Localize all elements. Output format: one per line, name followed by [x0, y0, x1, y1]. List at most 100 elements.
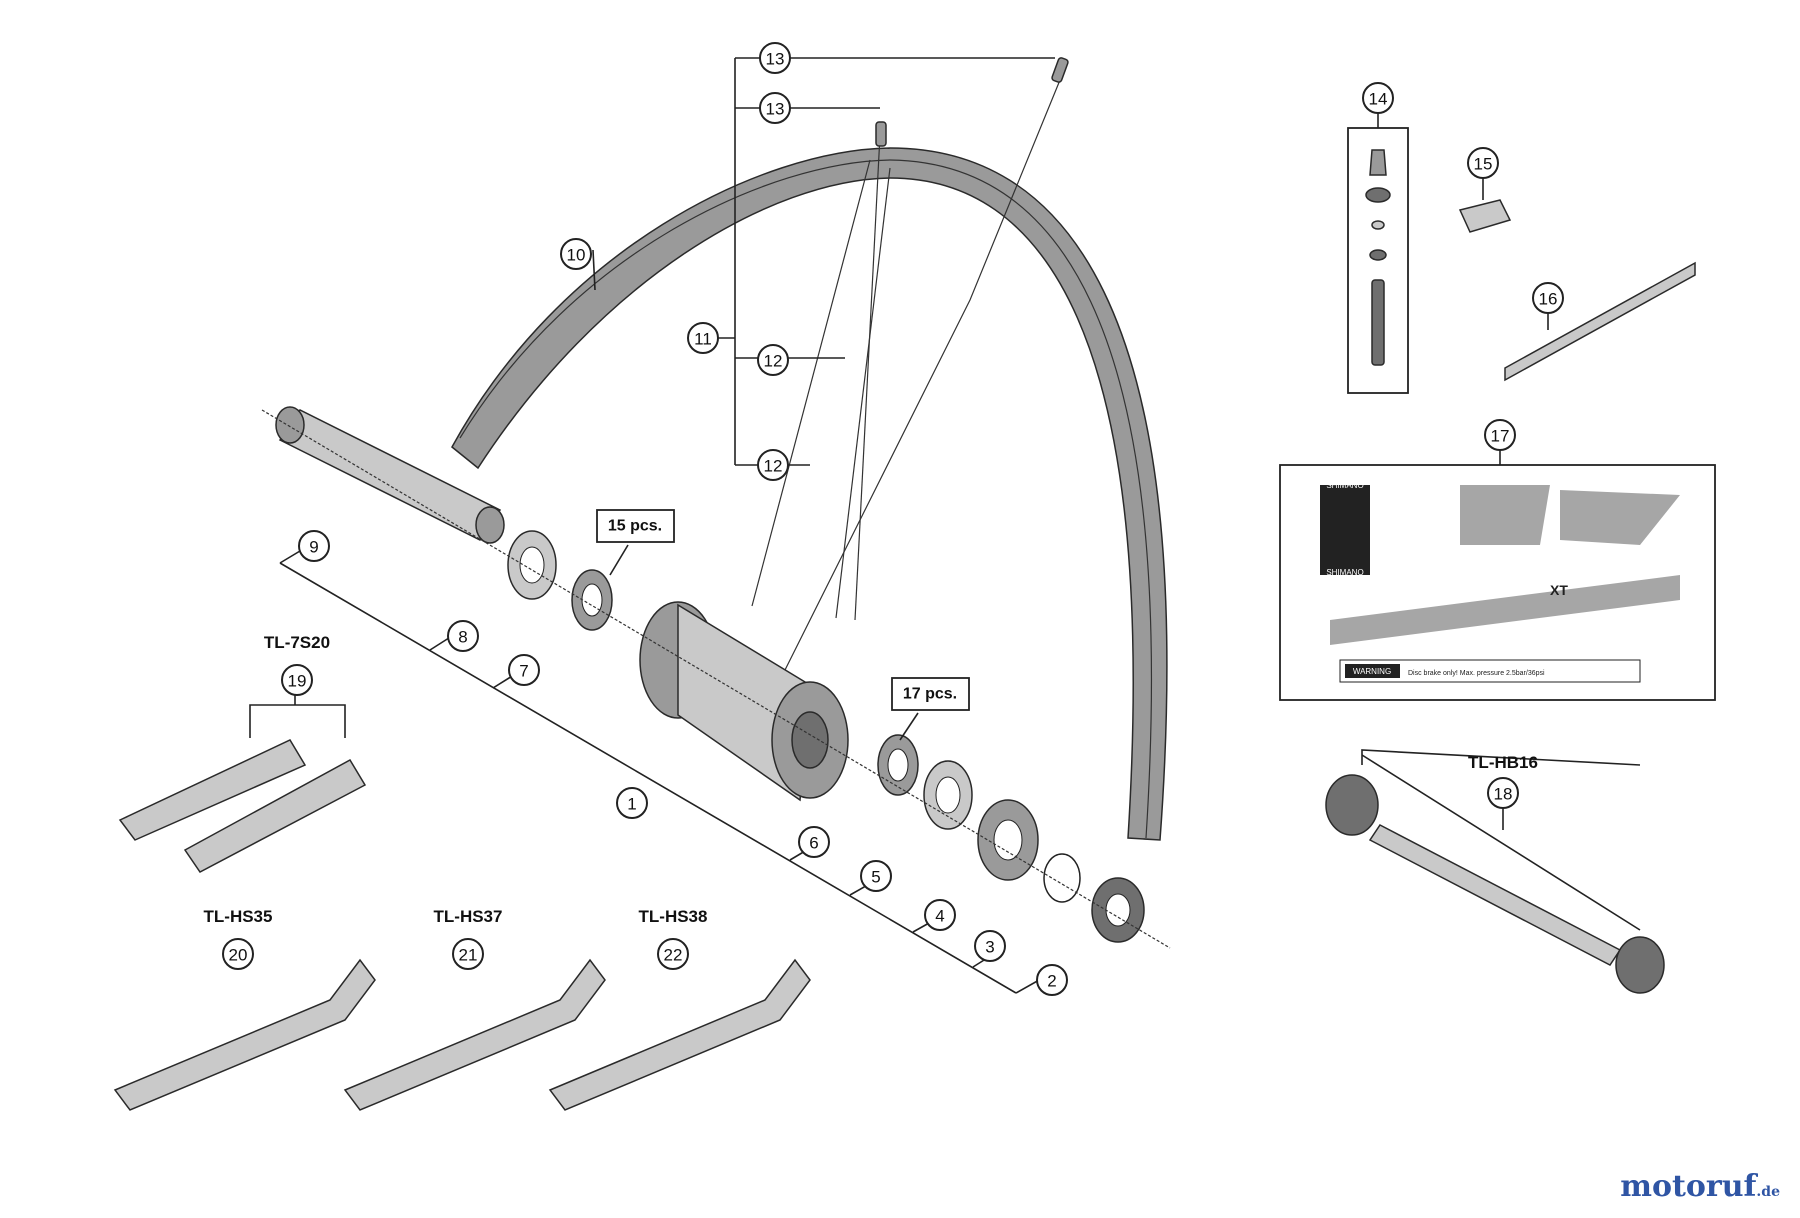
callout-circle: [452, 938, 484, 970]
callout-c18: 18: [1487, 777, 1519, 809]
callout-circle: [974, 930, 1006, 962]
callout-number: 19: [288, 672, 307, 691]
callout-c16: 16: [1532, 282, 1564, 314]
cone-wrench-pair: [118, 704, 367, 873]
hub-shell: [639, 601, 849, 802]
label-tl-hs37: TL-HS37: [434, 907, 503, 926]
callout-c13b: 13: [759, 92, 791, 124]
decal-warning-badge: WARNING: [1353, 667, 1391, 676]
callout-number: 14: [1369, 90, 1388, 109]
callout-c17: 17: [1484, 419, 1516, 451]
callout-c4: 4: [924, 899, 956, 931]
callout-circle: [1362, 82, 1394, 114]
callout-c7: 7: [508, 654, 540, 686]
callout-number: 7: [519, 662, 528, 681]
callout-number: 20: [229, 946, 248, 965]
callout-number: 17: [1491, 427, 1510, 446]
callout-number: 2: [1047, 972, 1056, 991]
cone-wrench-hs38: [548, 958, 811, 1111]
rim: [451, 147, 1168, 841]
callout-number: 8: [458, 628, 467, 647]
callout-c13a: 13: [759, 42, 791, 74]
callout-c10: 10: [560, 238, 592, 270]
callout-circle: [1036, 964, 1068, 996]
tool-hub-axle: [1325, 749, 1665, 994]
callout-circle: [616, 787, 648, 819]
callout-c11: 11: [687, 322, 719, 354]
qty-17pcs-label: 17 pcs.: [903, 686, 957, 703]
cone-wrench-hs37: [343, 958, 606, 1111]
callout-circle: [759, 92, 791, 124]
callout-c14: 14: [1362, 82, 1394, 114]
callout-c6: 6: [798, 826, 830, 858]
callout-circle: [687, 322, 719, 354]
valve-kit: [1347, 127, 1409, 394]
qty-15pcs-box: 15 pcs.: [596, 509, 675, 543]
qty-17pcs-box: 17 pcs.: [891, 677, 970, 711]
label-tl-hb16: TL-HB16: [1468, 753, 1538, 772]
callout-number: 16: [1539, 290, 1558, 309]
callout-circle: [1487, 777, 1519, 809]
callout-number: 5: [871, 868, 880, 887]
callout-circle: [757, 344, 789, 376]
callout-circle: [657, 938, 689, 970]
label-tl-hs35: TL-HS35: [204, 907, 273, 926]
decal-set: SHIMANO SHIMANO XT WARNING Disc brake on…: [1279, 464, 1716, 701]
callout-number: 15: [1474, 155, 1493, 174]
label-tl-hs38: TL-HS38: [639, 907, 708, 926]
callout-number: 13: [766, 100, 785, 119]
callout-number: 21: [459, 946, 478, 965]
callout-c2: 2: [1036, 964, 1068, 996]
callout-circle: [1484, 419, 1516, 451]
callout-circle: [924, 899, 956, 931]
callout-circle: [281, 664, 313, 696]
spoke-nipples: [875, 57, 1069, 147]
callout-number: 10: [567, 246, 586, 265]
spokes: [751, 79, 1061, 681]
callout-c5: 5: [860, 860, 892, 892]
label-tl-7s20: TL-7S20: [264, 633, 330, 652]
callout-number: 3: [985, 938, 994, 957]
callout-number: 4: [935, 907, 944, 926]
decal-warning-text: Disc brake only! Max. pressure 2.5bar/36…: [1408, 670, 1545, 677]
decal-xt: XT: [1550, 582, 1568, 598]
valve-adapter: [1458, 199, 1512, 233]
callout-circle: [447, 620, 479, 652]
callout-circle: [798, 826, 830, 858]
callout-circle: [298, 530, 330, 562]
callout-circle: [508, 654, 540, 686]
callout-number: 18: [1494, 785, 1513, 804]
watermark-logo: motoruf.de: [1620, 1169, 1780, 1204]
decal-shimano-top: SHIMANO: [1326, 481, 1363, 490]
callout-number: 11: [694, 330, 712, 349]
callout-c15: 15: [1467, 147, 1499, 179]
callout-number: 12: [764, 352, 783, 371]
callout-c22: 22: [657, 938, 689, 970]
callout-c12b: 12: [757, 449, 789, 481]
callout-number: 1: [627, 795, 636, 814]
callout-circle: [759, 42, 791, 74]
watermark-tld: .de: [1756, 1184, 1780, 1200]
callout-c3: 3: [974, 930, 1006, 962]
cone-wrench-hs35: [113, 958, 376, 1111]
callout-number: 13: [766, 50, 785, 69]
callout-circle: [1467, 147, 1499, 179]
callout-c20: 20: [222, 938, 254, 970]
callout-c12a: 12: [757, 344, 789, 376]
axle-sleeve: [275, 406, 505, 544]
callout-circle: [757, 449, 789, 481]
callout-number: 9: [309, 538, 318, 557]
callout-c19: 19: [281, 664, 313, 696]
callout-c1: 1: [616, 787, 648, 819]
callout-number: 12: [764, 457, 783, 476]
qty-15pcs-label: 15 pcs.: [608, 518, 662, 535]
decal-shimano-bottom: SHIMANO: [1326, 568, 1363, 577]
callout-circle: [560, 238, 592, 270]
callout-c9: 9: [298, 530, 330, 562]
watermark-name: motoruf: [1620, 1169, 1757, 1204]
callout-c21: 21: [452, 938, 484, 970]
callout-circle: [860, 860, 892, 892]
rim-tape: [1504, 261, 1696, 382]
callout-circle: [222, 938, 254, 970]
